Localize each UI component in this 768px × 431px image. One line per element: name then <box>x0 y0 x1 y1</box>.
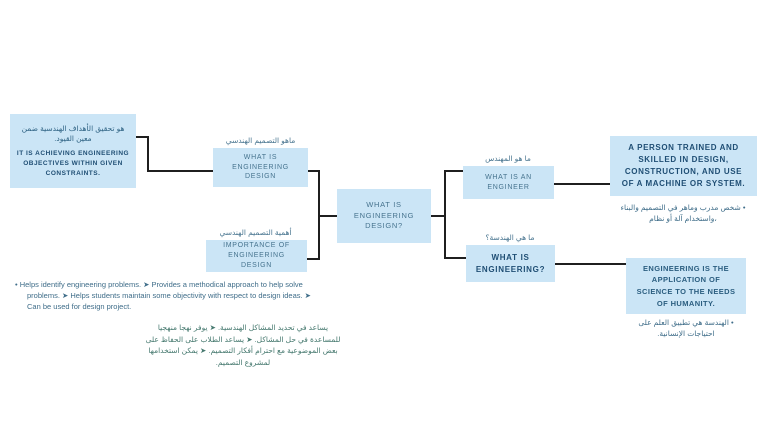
node-design-definition[interactable]: هو تحقيق الأهداف الهندسية ضمن معين القيو… <box>10 114 136 188</box>
node-importance-of-engineering-design[interactable]: IMPORTANCE OF ENGINEERING DESIGN <box>206 240 307 272</box>
engineer-definition-english: A PERSON TRAINED AND SKILLED IN DESIGN, … <box>621 143 746 188</box>
node-what-is-engineering[interactable]: WHAT IS ENGINEERING? <box>466 245 555 282</box>
node-engineer-definition[interactable]: A PERSON TRAINED AND SKILLED IN DESIGN, … <box>610 136 757 196</box>
node-what-is-an-engineer[interactable]: WHAT IS AN ENGINEER <box>463 166 554 199</box>
node-engineering-definition[interactable]: ENGINEERING IS THE APPLICATION OF SCIENC… <box>626 258 746 314</box>
label-importance-arabic: أهمية التصميم الهندسي <box>219 228 292 237</box>
central-node-label: WHAT IS ENGINEERING DESIGN? <box>353 200 415 231</box>
node-central-what-is-engineering-design[interactable]: WHAT IS ENGINEERING DESIGN? <box>337 189 431 243</box>
label-what-is-design-arabic: ماهو التصميم الهندسي <box>225 136 296 145</box>
design-definition-arabic: هو تحقيق الأهداف الهندسية ضمن معين القيو… <box>21 123 125 144</box>
importance-points-english: • Helps identify engineering problems. ➤… <box>15 280 311 311</box>
node-what-is-engineering-design-label: WHAT IS ENGINEERING DESIGN <box>232 153 289 181</box>
design-definition-english: IT IS ACHIEVING ENGINEERING OBJECTIVES W… <box>16 150 130 177</box>
node-importance-label: IMPORTANCE OF ENGINEERING DESIGN <box>223 242 290 269</box>
node-engineer-label: WHAT IS AN ENGINEER <box>485 173 532 191</box>
importance-points-arabic: يساعد في تحديد المشاكل الهندسية. ➤ يوفر … <box>145 323 341 367</box>
label-engineer-arabic: ما هو المهندس <box>485 154 531 163</box>
label-engineering-arabic: ما هي الهندسة؟ <box>485 233 535 242</box>
engineer-definition-arabic-note: • شخص مدرب وماهر في التصميم والبناء ،واس… <box>620 203 746 224</box>
engineering-definition-arabic-note: • الهندسة هي تطبيق العلم على احتياجات ال… <box>638 318 734 339</box>
node-engineering-label: WHAT IS ENGINEERING? <box>475 253 546 274</box>
node-what-is-engineering-design[interactable]: WHAT IS ENGINEERING DESIGN <box>213 148 308 187</box>
connector-design-to-definition <box>136 136 213 172</box>
engineering-definition-english: ENGINEERING IS THE APPLICATION OF SCIENC… <box>636 263 736 308</box>
connector-right-bracket <box>444 170 466 259</box>
